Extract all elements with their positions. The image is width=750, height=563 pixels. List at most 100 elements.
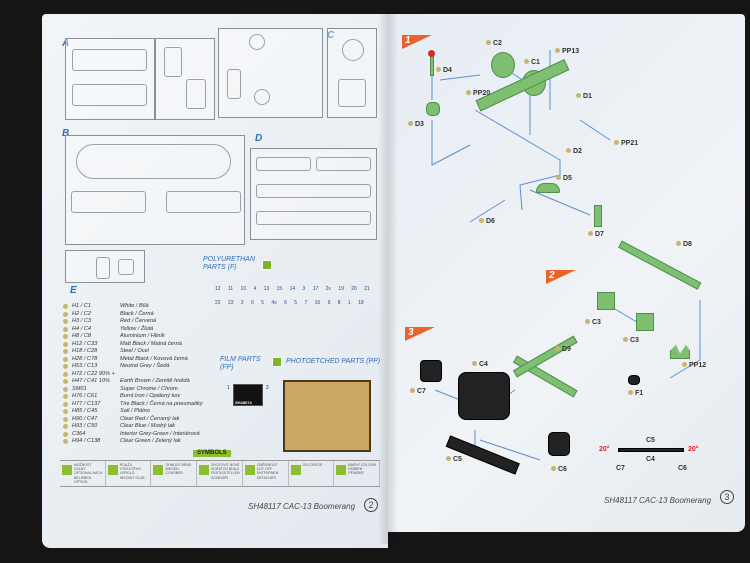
label-d9: D9 xyxy=(555,346,571,354)
part-number: 20 xyxy=(351,286,357,292)
photoetched-parts-title: PHOTOETCHED PARTS (PP) xyxy=(286,358,381,365)
paint-name: Earth Brown / Zemitě hnědá xyxy=(120,378,190,384)
part-number: 15 xyxy=(276,286,283,292)
polyurethan-parts-grid: 12 11 10 4 13 15 14 3 17 2x 19 20 21 22 … xyxy=(215,282,380,310)
paint-code: H12 / C33 xyxy=(60,341,120,349)
label-d4: D4 xyxy=(436,67,452,75)
part-c7 xyxy=(420,360,442,382)
paint-name: Steel / Ocel xyxy=(120,348,149,354)
label-d5: D5 xyxy=(556,175,572,183)
section-label-e: E xyxy=(70,285,77,296)
part-d3 xyxy=(426,102,440,116)
sprue-a3 xyxy=(218,28,323,118)
paint-name: Black / Černá xyxy=(120,310,154,317)
part-number: 6 xyxy=(251,300,254,306)
page-number: 2 xyxy=(364,498,378,512)
part-d4-knob xyxy=(428,50,435,57)
part-number: 12 xyxy=(215,286,221,292)
part-c6 xyxy=(548,432,570,456)
paint-code: H77 / C137 xyxy=(60,401,120,409)
page-gutter xyxy=(378,14,398,544)
paint-code: H90 / C47 xyxy=(60,416,120,424)
part-number: 23 xyxy=(227,300,234,306)
part-d7 xyxy=(594,205,602,227)
part-d4 xyxy=(430,54,434,76)
footer-title: SH48117 CAC-13 Boomerang xyxy=(604,496,712,505)
label-c3: C3 xyxy=(585,319,601,327)
symbol-scratch-build: ZHOTOVIT NOVÉ SCRATCH BUILD FERTIGSTELLE… xyxy=(197,461,243,487)
paint-name: Aluminium / Hliník xyxy=(120,333,165,339)
label-pp20: PP20 xyxy=(466,90,490,98)
angle-left: 20° xyxy=(599,446,610,453)
label-pp13: PP13 xyxy=(555,48,579,56)
part-number: 3 xyxy=(302,286,306,292)
part-number: 6 xyxy=(284,300,287,306)
paint-code: H72 / C22 90% + xyxy=(60,371,120,379)
symbol-glue: POUŽIJ VTEKUTÉHO LEPIDLO INSTANT GLUE xyxy=(106,461,152,487)
sprue-d xyxy=(250,148,377,240)
part-number: 1 xyxy=(347,300,351,306)
part-number: 16 xyxy=(314,300,321,306)
part-number: 14 xyxy=(289,286,296,292)
label-c6: C6 xyxy=(551,466,567,474)
film-number: 2 xyxy=(266,385,269,391)
label-c1: C1 xyxy=(524,59,540,67)
part-c3 xyxy=(597,292,615,310)
part-number: 18 xyxy=(358,300,364,306)
paint-row: H72 / C22 90% + xyxy=(60,371,210,379)
paint-name: Sail / Plátno xyxy=(120,408,150,414)
paint-row: H47 / C41 10%Earth Brown / Zemitě hnědá xyxy=(60,378,210,386)
film-parts-title: FILM PARTS (FP) xyxy=(220,356,261,371)
symbols-legend: MOŽNOST VOLBY OPTIONAL NACH BELIEBEN OPT… xyxy=(60,460,381,488)
label-pp21: PP21 xyxy=(614,140,638,148)
paint-code: H53 / C13 xyxy=(60,363,120,371)
film-sheet: SH48074 xyxy=(233,384,263,406)
section-label-c: C xyxy=(327,30,335,41)
part-number: 11 xyxy=(227,286,234,292)
part-number: 22 xyxy=(215,300,221,306)
paint-code: H28 / C78 xyxy=(60,356,120,364)
part-number: 4x xyxy=(271,300,277,306)
paint-name: Yellow / Žlutá xyxy=(120,325,154,332)
polyurethan-parts-title: POLYURETHAN PARTS (F) xyxy=(203,256,255,271)
diagram-c5 xyxy=(618,448,684,452)
label-c2: C2 xyxy=(486,40,502,48)
part-number: 19 xyxy=(338,286,344,292)
footer-title: SH48117 CAC-13 Boomerang xyxy=(248,502,356,511)
part-number: 7 xyxy=(304,300,308,306)
part-f1 xyxy=(628,375,640,385)
section-label-d: D xyxy=(255,133,263,144)
label-c4: C4 xyxy=(472,361,488,369)
label-c7: C7 xyxy=(410,388,426,396)
paint-code: H76 / C61 xyxy=(60,393,120,401)
part-number: 5 xyxy=(294,300,298,306)
paint-code: H93 / C50 xyxy=(60,423,120,431)
paint-code: H8 / C8 xyxy=(60,333,120,341)
sprue-b xyxy=(65,135,245,245)
symbols-title: SYMBOLS xyxy=(193,450,231,457)
part-number: 17 xyxy=(312,286,319,292)
sprue-e xyxy=(65,250,145,283)
label-c5: C5 xyxy=(446,456,462,464)
part-c4 xyxy=(458,372,510,420)
paint-name: Interior Grey-Green / Interiérová xyxy=(120,430,200,437)
paint-code: H18 / C28 xyxy=(60,348,120,356)
symbol-gsi-creos: GSI CREOS xyxy=(289,461,335,487)
paint-name: Neutral Grey / Šedá xyxy=(120,363,170,369)
paint-code: C364 xyxy=(60,431,120,439)
paint-name: Metal Black / Kovová černá xyxy=(120,355,188,362)
film-number: 1 xyxy=(227,385,230,391)
paint-name: Clear Red / Červený lak xyxy=(120,415,180,422)
